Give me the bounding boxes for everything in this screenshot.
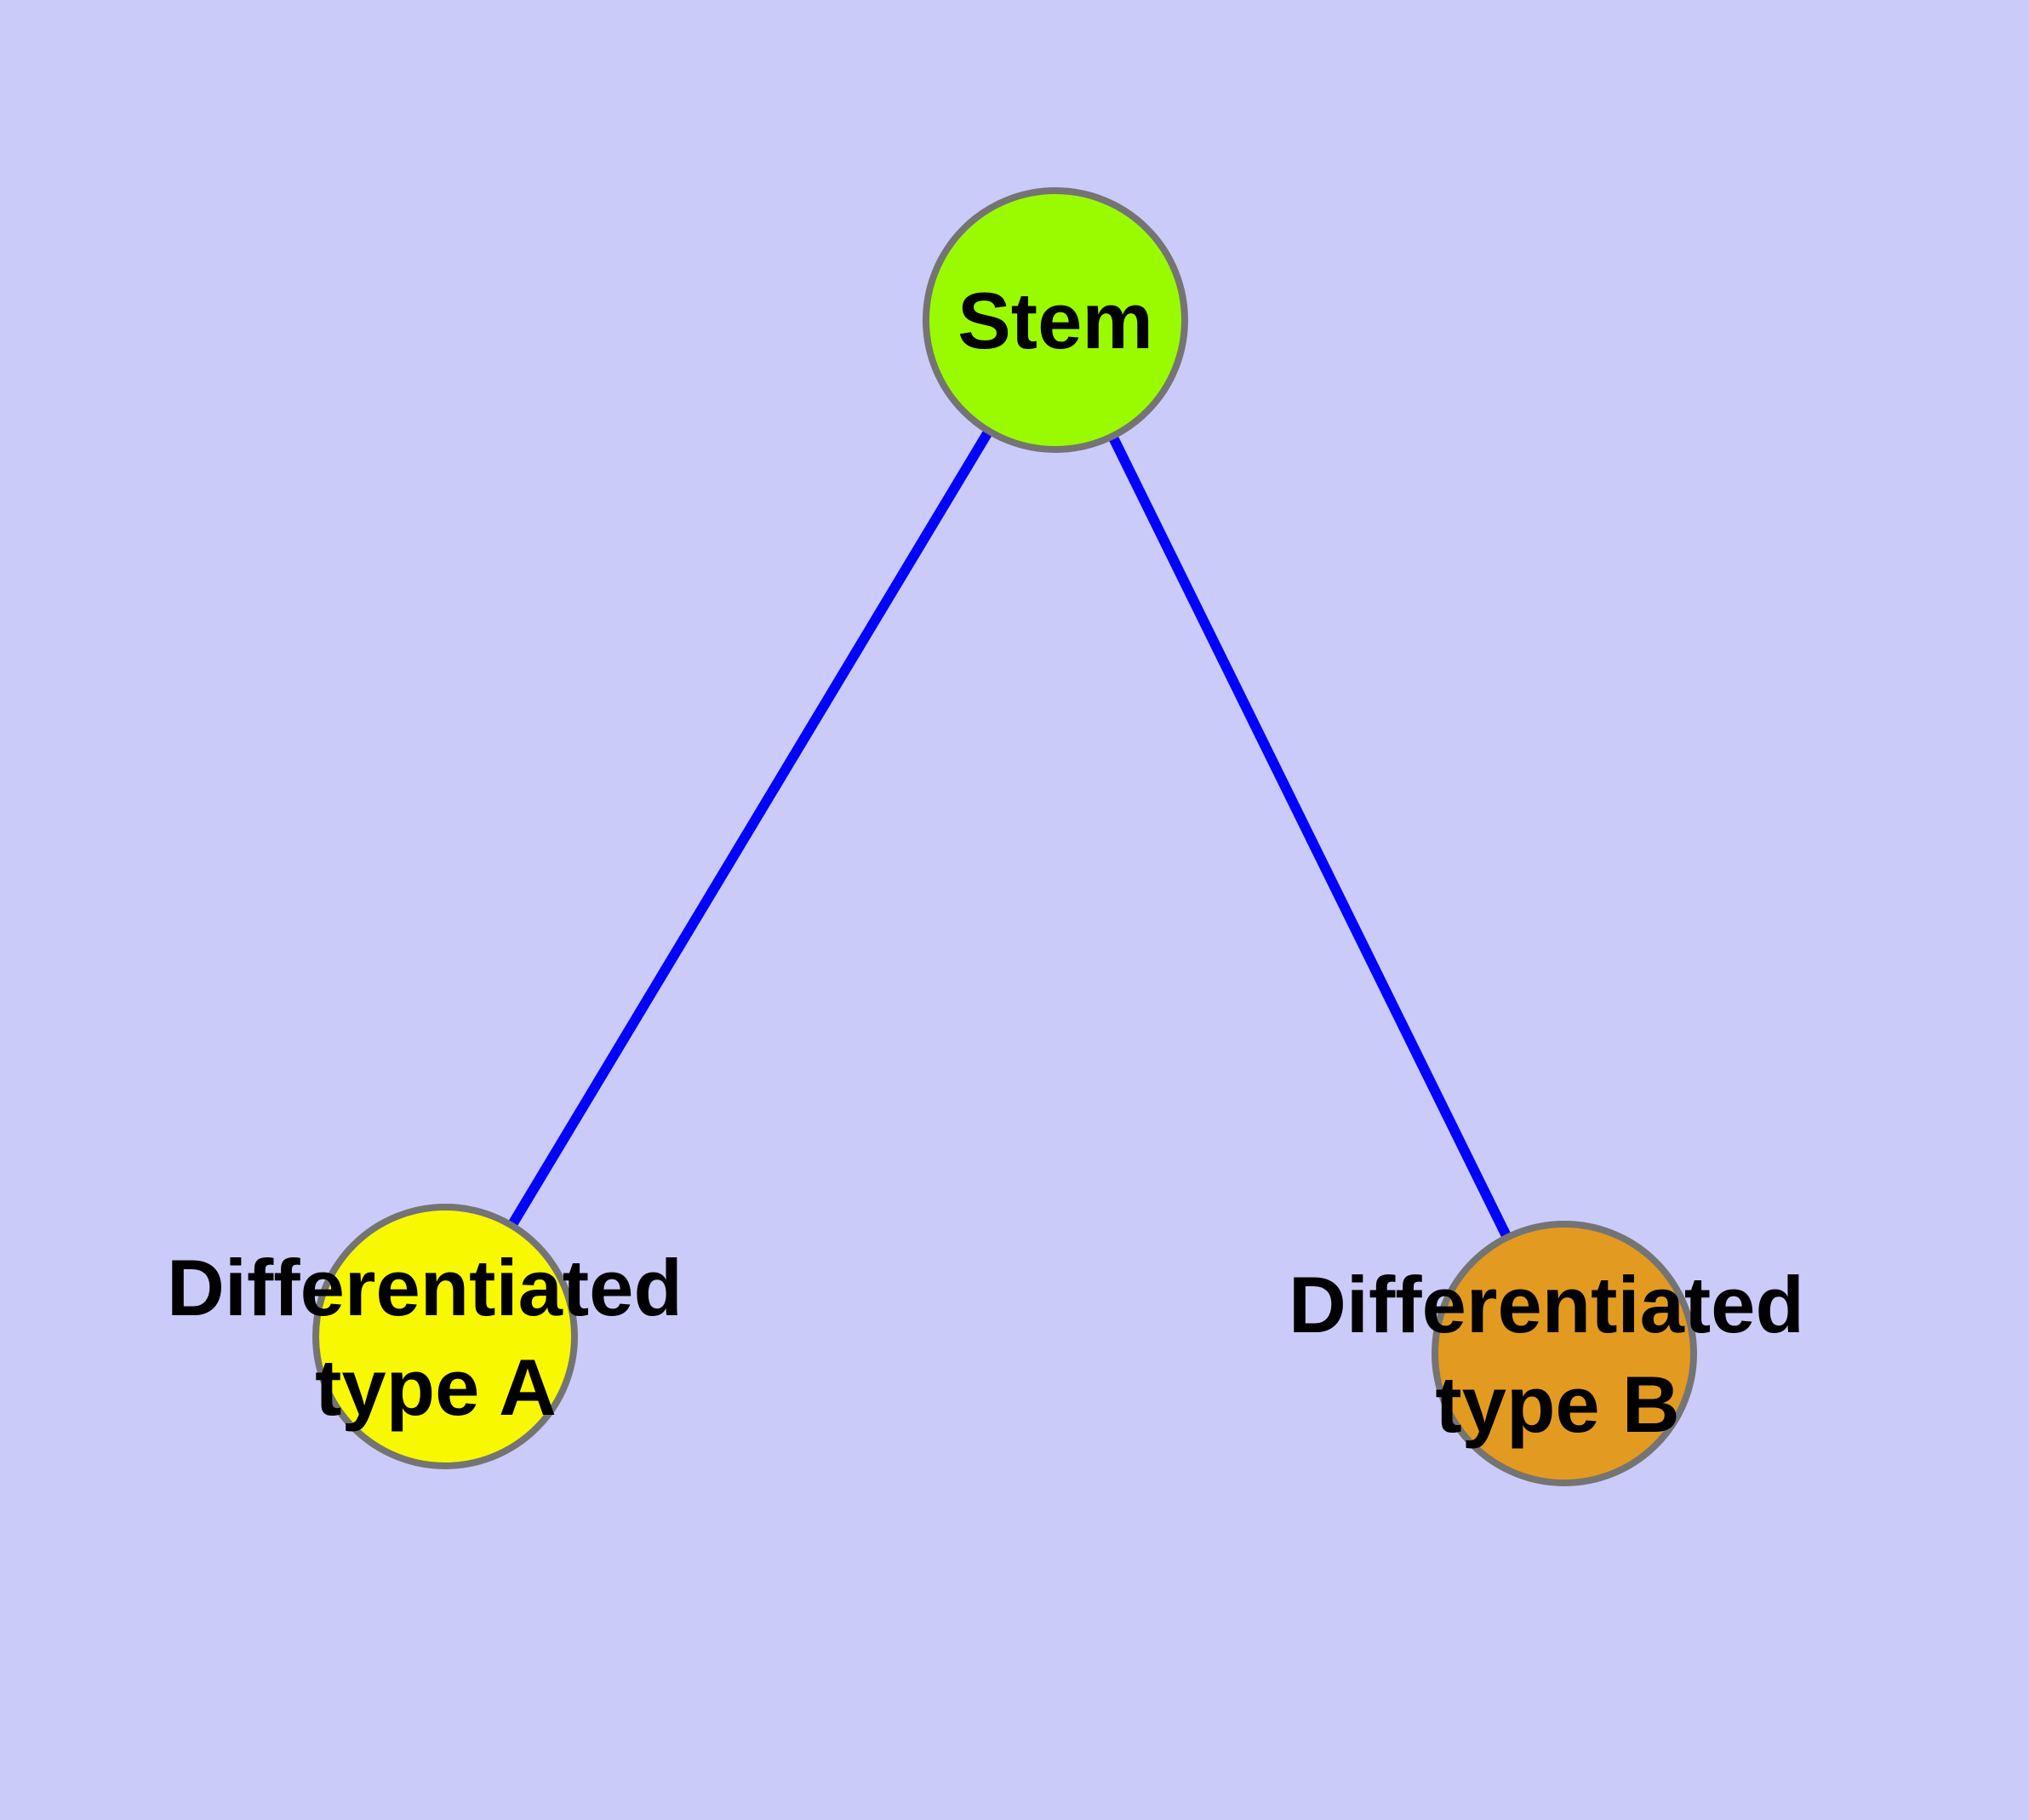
edge-stem-to-type-a [440, 317, 1060, 1340]
node-type-b-label-line2: type B [1435, 1359, 1679, 1449]
edge-stem-to-type-b [1050, 318, 1569, 1356]
node-type-a-label-line1: Differentiated [167, 1243, 683, 1332]
node-type-a-label-line2: type A [315, 1342, 557, 1432]
node-type-b-circle [1432, 1221, 1697, 1486]
node-type-a-circle [312, 1204, 578, 1469]
node-stem-circle [923, 187, 1188, 453]
node-stem: Stem [923, 187, 1188, 453]
node-differentiated-type-a: Differentiated type A [167, 1204, 705, 1469]
node-stem-label: Stem [957, 276, 1153, 365]
node-type-b-label: Differentiated type B [1289, 1260, 1826, 1449]
node-type-a-label: Differentiated type A [167, 1243, 705, 1432]
node-type-b-label-line1: Differentiated [1289, 1260, 1804, 1349]
node-differentiated-type-b: Differentiated type B [1289, 1221, 1826, 1486]
